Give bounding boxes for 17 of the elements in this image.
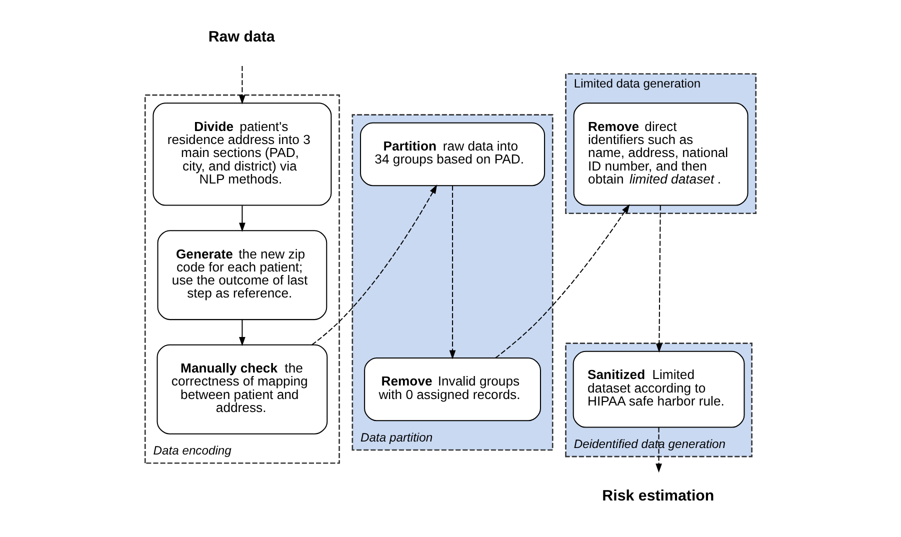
node-text: Risk estimation <box>602 488 714 505</box>
arrow <box>656 206 662 353</box>
node-box: Partition raw data into 34 groups based on PAD. <box>360 122 546 186</box>
arrow <box>312 184 438 346</box>
node-box: Remove Invalid groups with 0 assigned records. <box>364 357 541 422</box>
node-box: Manually check the correctness of mapping between patient and address. <box>156 344 328 434</box>
arrow <box>239 206 246 232</box>
node-box: Sanitized Limited dataset according to HIPAA safe harbor rule. <box>572 350 745 428</box>
arrow <box>239 66 246 104</box>
arrow <box>495 204 630 358</box>
node-box: Divide patient's residence address into 3 main sections (PAD, city, and district) via NLP methods. <box>152 102 332 206</box>
arrow <box>449 186 456 360</box>
arrow <box>239 320 246 346</box>
node-text: Raw data <box>208 28 275 46</box>
arrow <box>656 427 662 473</box>
node-box: Generate the new zip code for each patient; use the outcome of last step as reference. <box>157 230 328 320</box>
node-box: Remove direct identifiers such as name, address, national ID number, and then obtain limited dataset. <box>573 102 748 206</box>
